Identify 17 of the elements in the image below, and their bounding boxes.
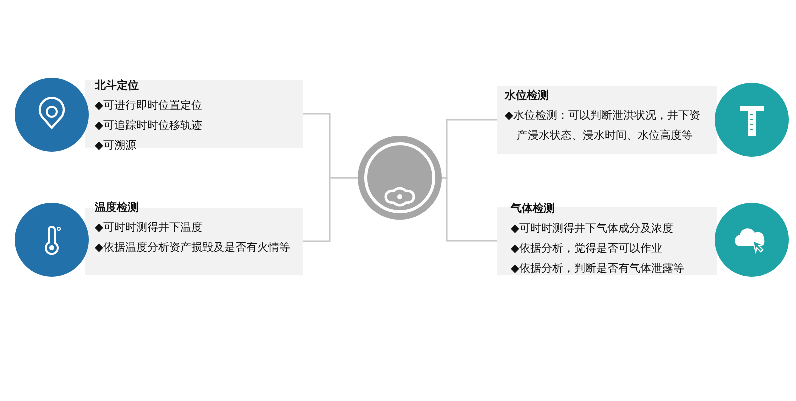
info-panel (497, 86, 717, 154)
connector-line (303, 113, 358, 179)
bullet-text: ◆可溯源 (95, 138, 138, 154)
bullet-text: ◆可进行即时位置定位 (95, 98, 204, 114)
panel-title: 温度检测 (95, 200, 139, 216)
center-circle (358, 136, 442, 220)
panel-title: 水位检测 (505, 88, 549, 104)
panel-title: 北斗定位 (95, 78, 139, 94)
bullet-text: ◆依据分析，觉得是否可以作业 (511, 241, 664, 257)
bullet-text: ◆可时时测得井下气体成分及浓度 (511, 221, 674, 237)
connector-line (442, 119, 497, 179)
panel-title: 气体检测 (511, 201, 555, 217)
bullet-text: ◆依据分析，判断是否有气体泄露等 (511, 261, 686, 277)
bullet-text: ◆依据温度分析资产损毁及是否有火情等 (95, 240, 292, 256)
bullet-text: ◆水位检测：可以判断泄洪状况，井下资产浸水状态、浸水时间、水位高度等 (505, 108, 702, 144)
bullet-text: ◆可时时测得井下温度 (95, 220, 204, 236)
bullet-text: ◆可追踪时时位移轨迹 (95, 118, 204, 134)
